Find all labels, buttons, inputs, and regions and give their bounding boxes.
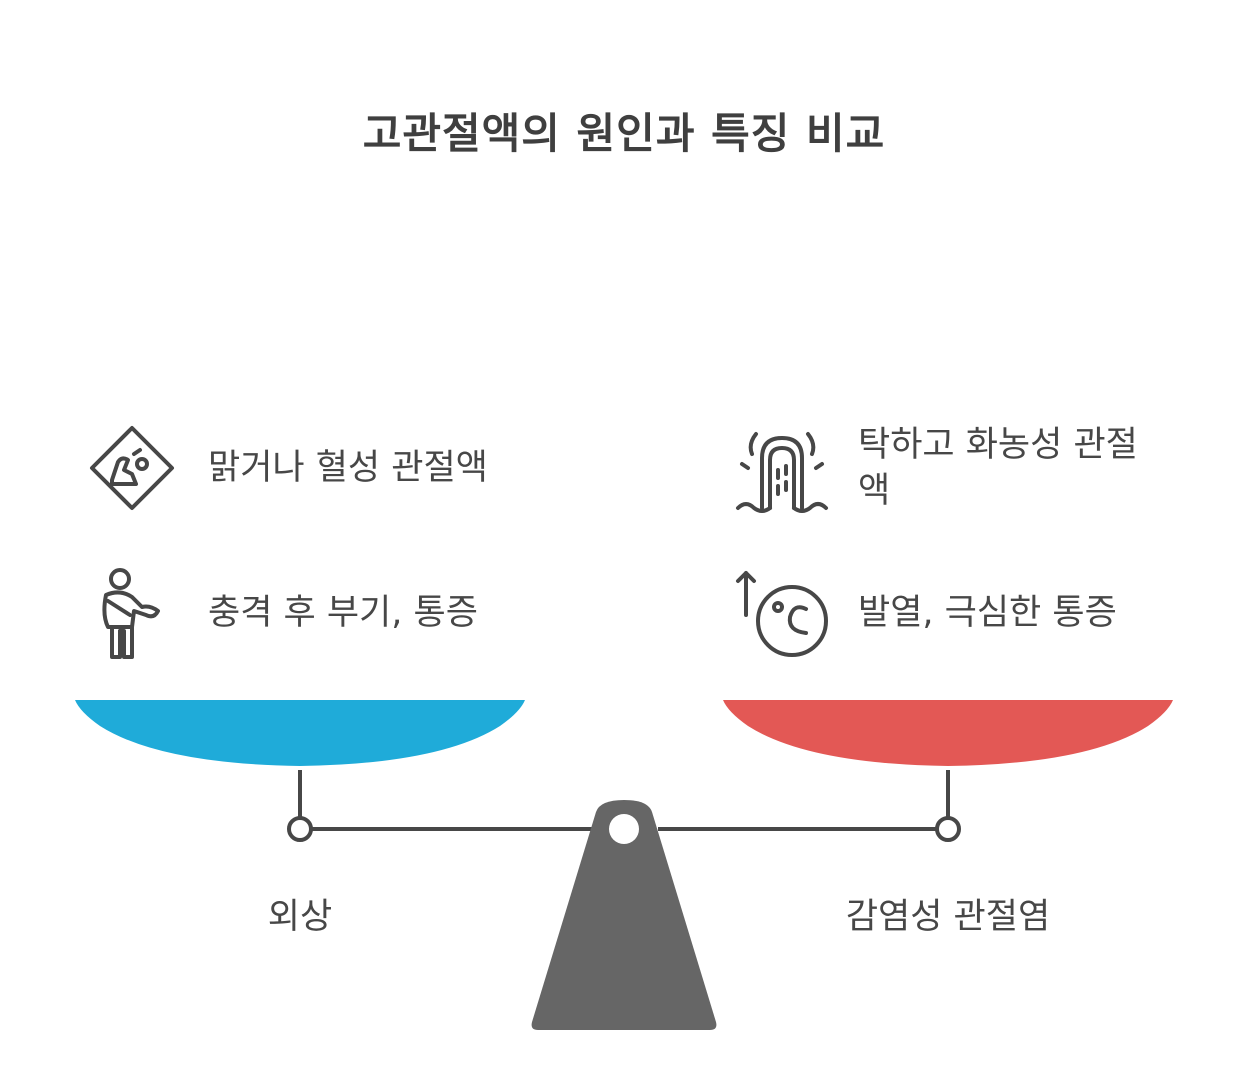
warning-fall-icon [90,426,174,510]
left-feature-fluid-text: 맑거나 혈성 관절액 [208,448,488,488]
fever-temperature-icon [736,571,828,657]
left-feature-swelling: 충격 후 부기, 통증 [84,565,544,661]
right-feature-fever-text: 발열, 극심한 통증 [858,593,1117,633]
left-pan-label: 외상 [267,897,333,937]
right-pan-label: 감염성 관절염 [845,897,1051,937]
fulcrum-pin [609,814,639,844]
left-pivot [287,816,313,842]
right-feature-fluid: 탁하고 화농성 관절액 [734,420,1154,516]
left-feature-swelling-text: 충격 후 부기, 통증 [208,593,478,633]
injured-person-icon [102,568,160,659]
fulcrum [531,800,717,1030]
right-feature-fluid-text: 탁하고 화농성 관절액 [858,425,1138,511]
right-feature-fever: 발열, 극심한 통증 [734,565,1164,661]
right-pivot [935,816,961,842]
right-pan [723,700,1173,766]
turbid-fluid-icon [736,432,828,513]
left-feature-fluid: 맑거나 혈성 관절액 [84,420,514,516]
diagram-title: 고관절액의 원인과 특징 비교 [362,109,886,158]
left-pan [75,700,525,766]
